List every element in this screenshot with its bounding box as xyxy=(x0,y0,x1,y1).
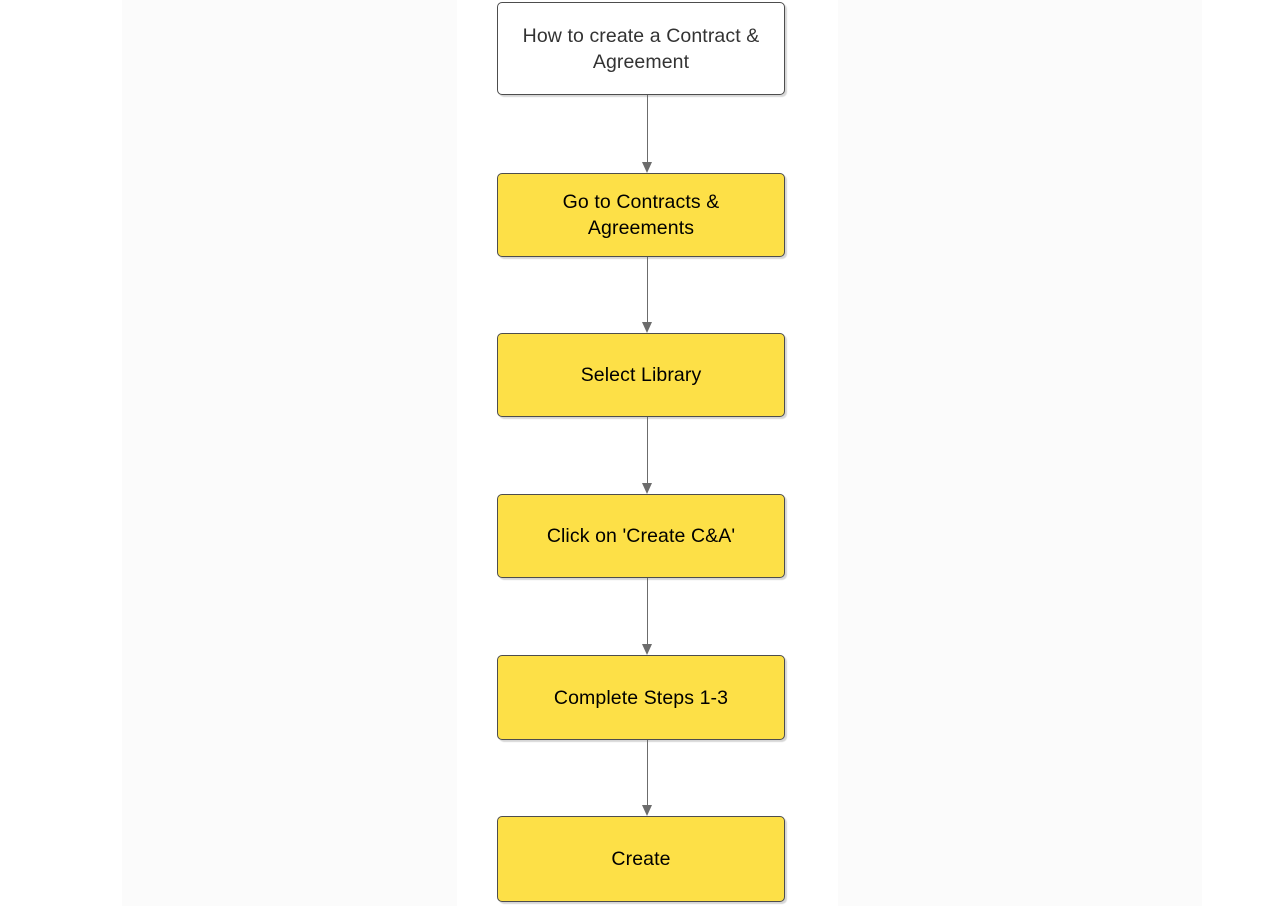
flow-node-label: Select Library xyxy=(580,364,702,386)
edge-line xyxy=(647,578,649,644)
flow-node-start[interactable]: How to create a Contract & Agreement xyxy=(497,2,785,95)
arrowhead-down-icon xyxy=(642,322,652,333)
flow-node-step2[interactable]: Select Library xyxy=(497,333,785,417)
flow-edge-step3-to-step4 xyxy=(640,578,655,655)
flow-edge-start-to-step1 xyxy=(640,95,655,173)
flowchart: How to create a Contract & Agreement Go … xyxy=(457,0,838,914)
arrowhead-down-icon xyxy=(642,162,652,173)
flow-edge-step2-to-step3 xyxy=(640,417,655,494)
flow-node-step1[interactable]: Go to Contracts & Agreements xyxy=(497,173,785,257)
edge-line xyxy=(647,95,649,162)
diagram-canvas: How to create a Contract & Agreement Go … xyxy=(457,0,838,914)
edge-line xyxy=(647,257,649,322)
arrowhead-down-icon xyxy=(642,805,652,816)
flow-node-step4[interactable]: Complete Steps 1-3 xyxy=(497,655,785,740)
flow-edge-step1-to-step2 xyxy=(640,257,655,333)
flow-node-label: How to create a Contract & Agreement xyxy=(522,24,760,73)
edge-line xyxy=(647,740,649,805)
flow-node-label: Complete Steps 1-3 xyxy=(553,686,729,709)
flow-edge-step4-to-step5 xyxy=(640,740,655,816)
flow-node-label: Create xyxy=(611,848,671,870)
flow-node-label: Go to Contracts & Agreements xyxy=(562,191,720,239)
edge-line xyxy=(647,417,649,483)
arrowhead-down-icon xyxy=(642,483,652,494)
arrowhead-down-icon xyxy=(642,644,652,655)
flow-node-step3[interactable]: Click on 'Create C&A' xyxy=(497,494,785,578)
flow-node-step5[interactable]: Create xyxy=(497,816,785,902)
flow-node-label: Click on 'Create C&A' xyxy=(546,525,736,547)
